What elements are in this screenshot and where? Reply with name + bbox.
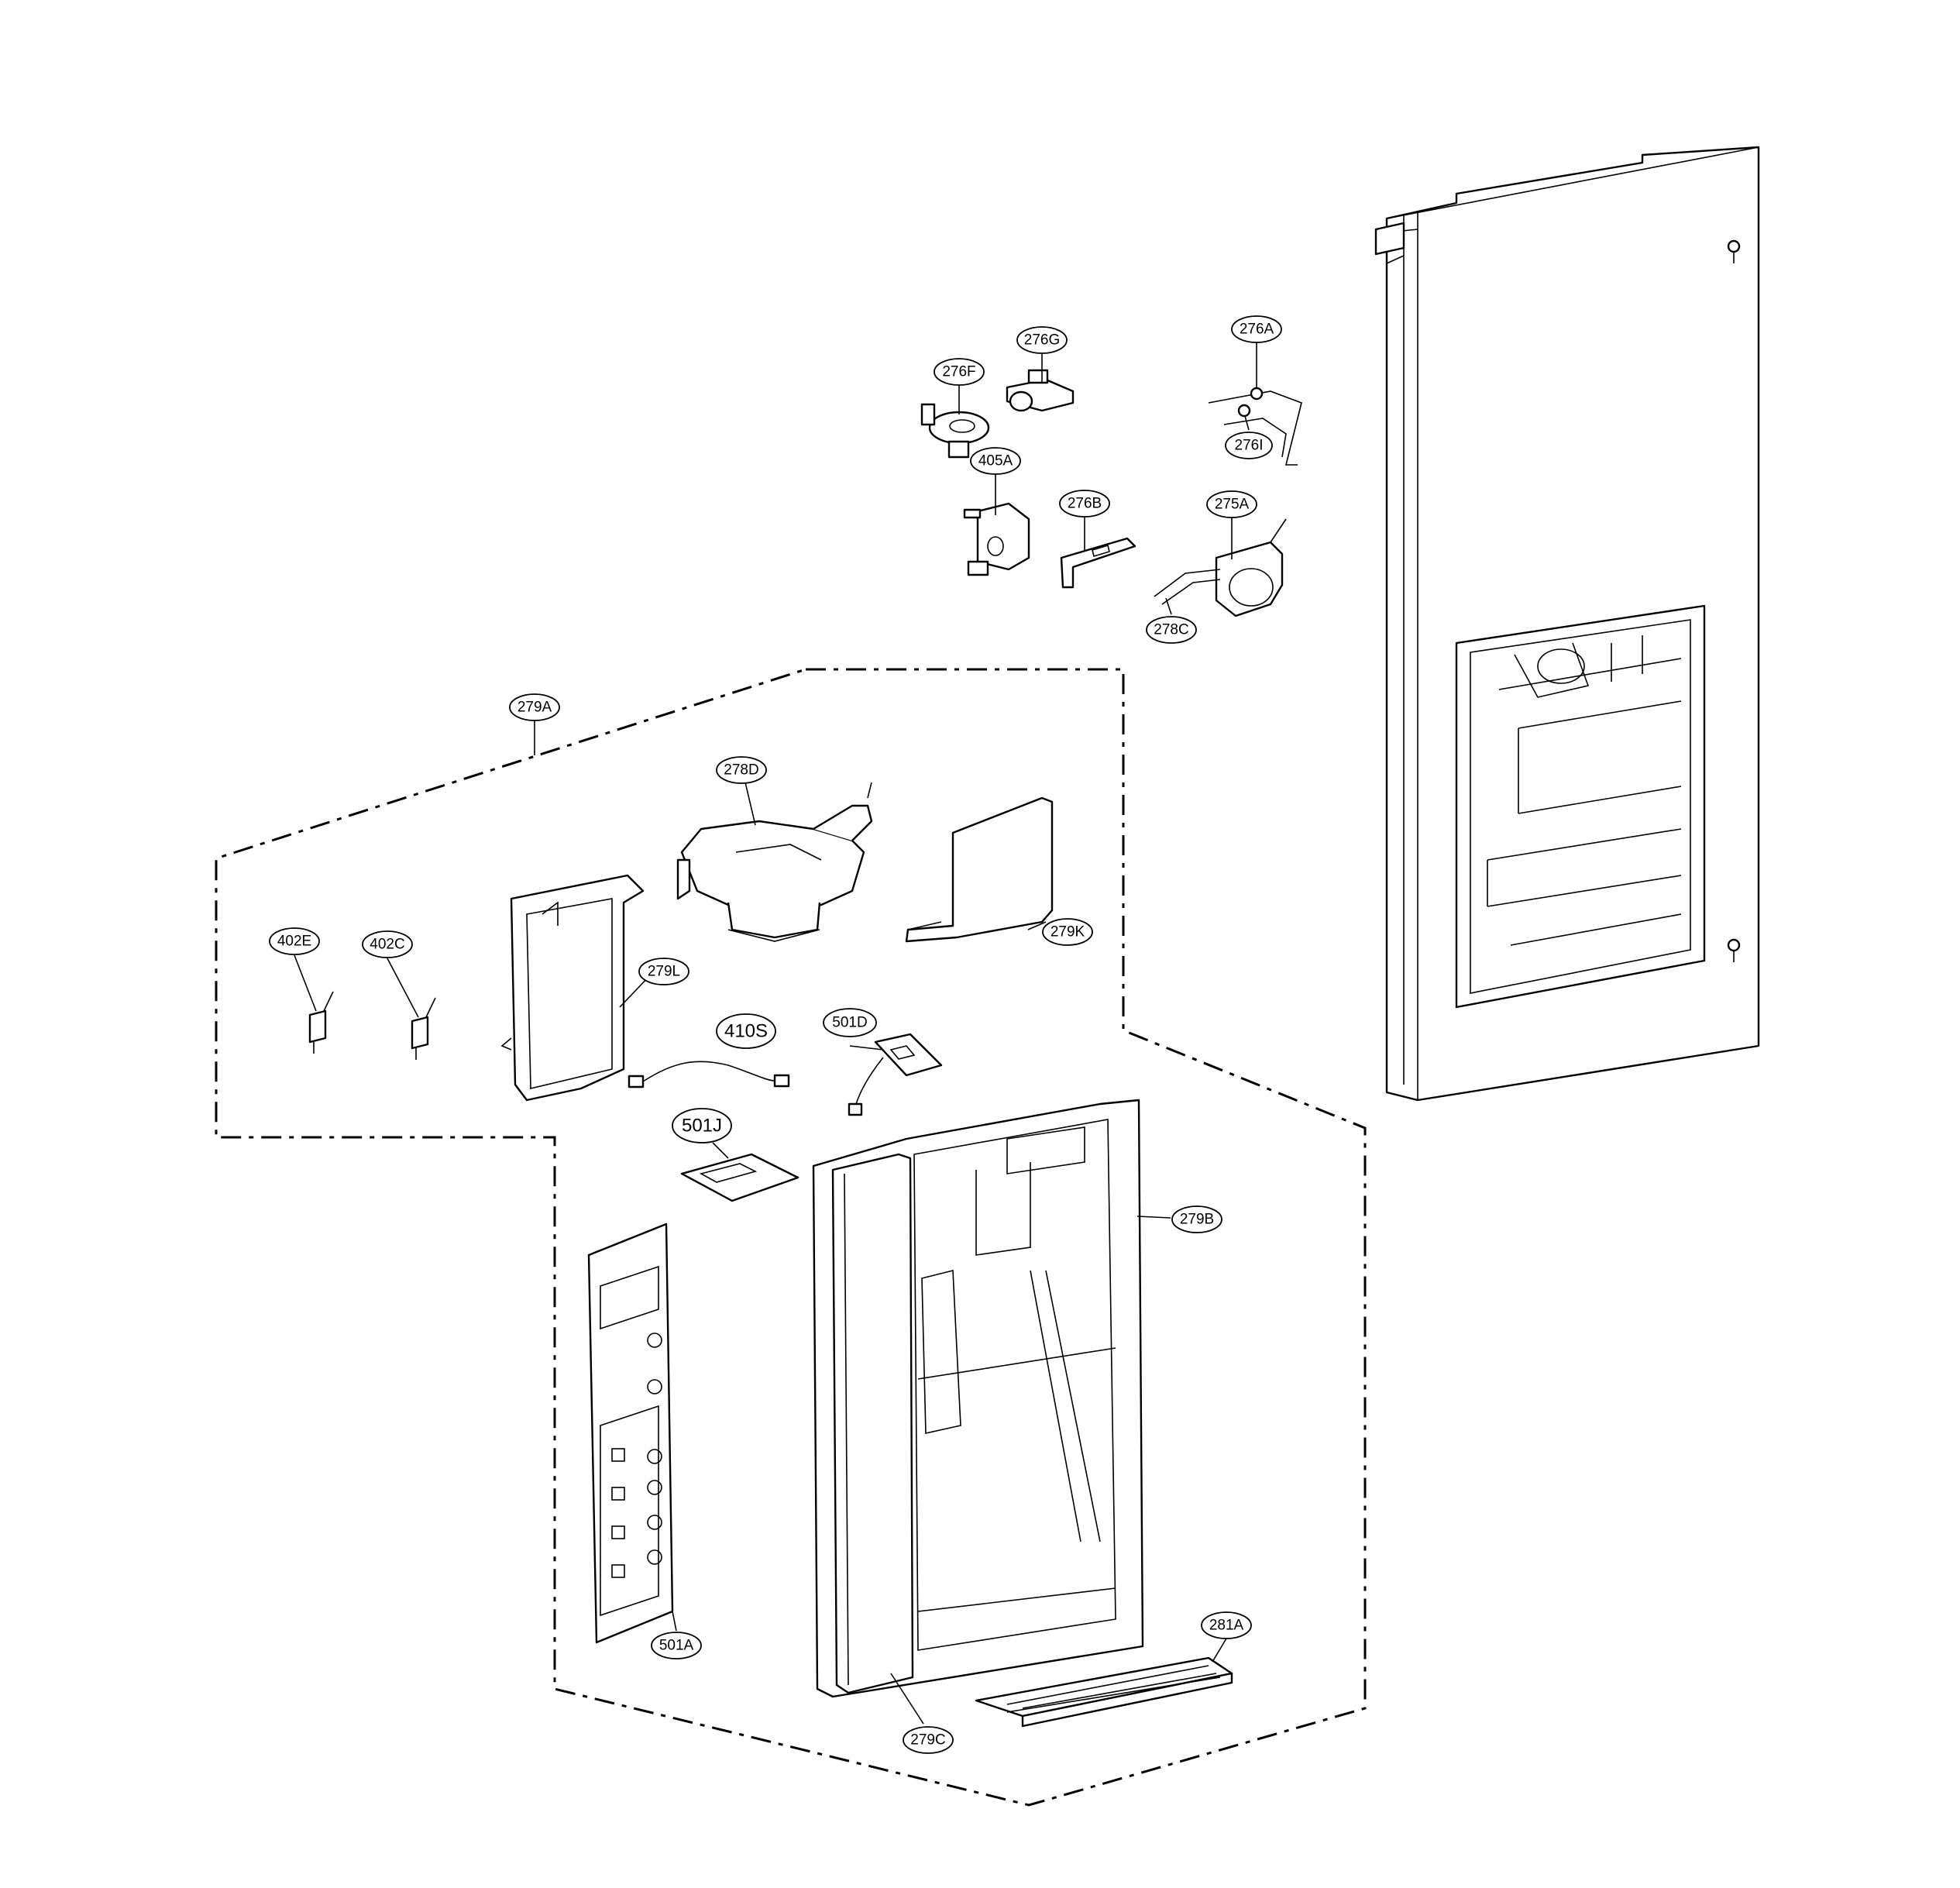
callout-276A-label: 276A [1240,322,1274,338]
callout-276F: 276F [934,358,985,386]
callout-276A: 276A [1231,315,1282,343]
callout-276B-label: 276B [1068,496,1102,512]
callout-279C: 279C [903,1726,954,1754]
part-402E [308,991,334,1054]
callout-278D-label: 278D [724,762,758,779]
callout-281A-label: 281A [1209,1618,1244,1634]
callout-276I: 276I [1225,432,1273,459]
callout-501D: 501D [823,1008,877,1037]
part-275A-278C [1154,518,1287,617]
callout-279K-label: 279K [1050,924,1085,941]
callout-276F-label: 276F [942,364,975,380]
callout-278D: 278D [716,756,767,784]
callout-276I-label: 276I [1235,438,1264,454]
part-279L [500,874,645,1102]
callout-275A: 275A [1206,490,1257,518]
callout-276B: 276B [1059,490,1110,518]
callout-279B-label: 279B [1180,1212,1214,1228]
callout-281A: 281A [1201,1611,1252,1639]
callout-405A-label: 405A [978,453,1013,469]
part-501J [680,1153,799,1202]
callout-276G: 276G [1016,326,1068,354]
callout-402C: 402C [362,930,413,958]
callout-501J: 501J [672,1108,732,1143]
part-276B [1060,537,1136,589]
assembly-boundary-279A [215,668,1367,1807]
part-410S [628,1061,790,1088]
callout-278C: 278C [1146,616,1197,644]
part-402C [411,997,436,1060]
callout-279B: 279B [1171,1205,1222,1233]
part-501D [848,1033,943,1116]
part-276F [920,403,990,459]
callout-275A-label: 275A [1215,497,1250,513]
callout-410S-label: 410S [724,1021,768,1042]
part-279C [831,1153,914,1694]
part-279K [905,796,1054,943]
part-276G [1006,369,1075,412]
callout-501A: 501A [651,1632,702,1659]
part-405A [963,502,1030,576]
callout-402E-label: 402E [277,934,311,950]
callout-279A: 279A [509,693,560,721]
refrigerator-door [1374,146,1760,1102]
callout-501J-label: 501J [682,1116,722,1137]
callout-402E: 402E [269,927,320,955]
callout-279K: 279K [1042,918,1093,946]
callout-279A-label: 279A [518,700,552,716]
callout-501D-label: 501D [832,1015,867,1031]
callout-279L-label: 279L [648,964,680,980]
callout-405A: 405A [970,447,1021,475]
callout-276G-label: 276G [1024,332,1060,349]
callout-279C-label: 279C [910,1732,945,1749]
callout-279L: 279L [638,958,689,985]
callout-402C-label: 402C [370,937,404,953]
part-281A [975,1656,1233,1728]
leader-lines [294,342,1257,1725]
part-276A-276I [1208,387,1302,466]
callout-278C-label: 278C [1154,622,1188,638]
callout-501A-label: 501A [659,1638,694,1654]
part-501A [587,1223,674,1644]
callout-410S: 410S [716,1013,776,1049]
part-278D [676,782,873,942]
